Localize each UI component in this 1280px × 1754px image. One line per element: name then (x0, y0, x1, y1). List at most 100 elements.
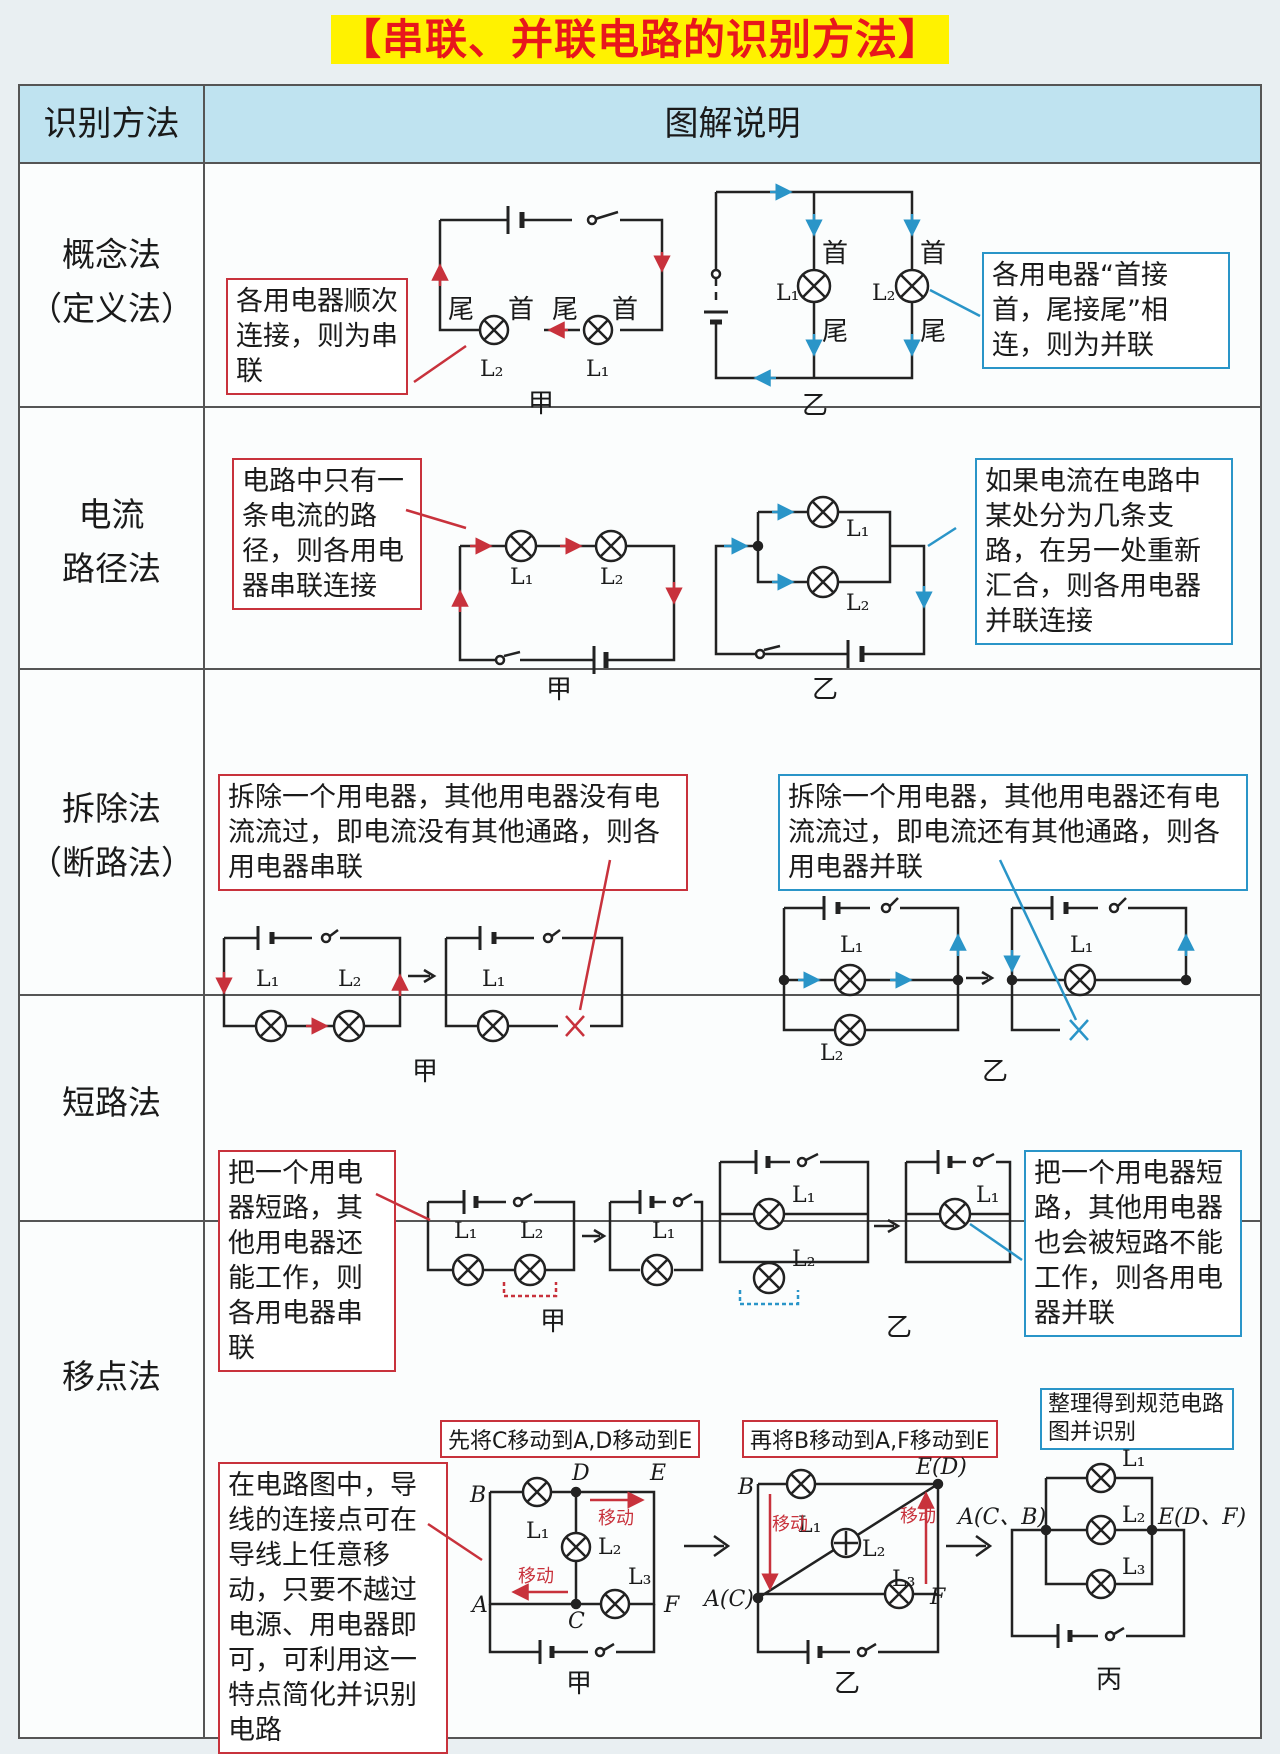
note-path-series: 电路中只有一条电流的路径，则各用电器串联连接 (232, 458, 422, 610)
row-divider (20, 406, 1260, 408)
note-remove-parallel: 拆除一个用电器，其他用电器还有电流流过，即电流还有其他通路，则各用电器并联 (778, 774, 1248, 891)
fig-label: 乙 (982, 1057, 1008, 1087)
point-label: E(D) (915, 1455, 967, 1480)
lamp-label: L₃ (892, 1567, 915, 1592)
table-header: 识别方法 图解说明 (20, 86, 1260, 164)
method-concept-name: 概念法 (62, 235, 161, 274)
label-tail: 尾 (448, 295, 474, 325)
method-concept: 概念法 （定义法） (20, 228, 203, 336)
label-head: 首 (612, 295, 638, 325)
lamp-label: L₂ (338, 967, 361, 992)
circuit-remove-parallel (778, 859, 1195, 1047)
method-remove-name: 拆除法 (62, 789, 161, 828)
lamp-label: L₁ (976, 1183, 999, 1208)
lamp-label: L₃ (628, 1565, 651, 1590)
lamp-label: L₁ (792, 1183, 815, 1208)
fig-label: 甲 (566, 1669, 592, 1699)
circuit-remove-series (215, 859, 624, 1043)
lamp-label: L₂ (846, 591, 869, 616)
point-label: F (929, 1585, 946, 1610)
lamp-label: L₂ (600, 565, 623, 590)
caption-move-step2: 再将B移动到A,F移动到E (742, 1420, 998, 1458)
note-remove-series: 拆除一个用电器，其他用电器没有电流流过，即电流没有其他通路，则各用电器串联 (218, 774, 688, 891)
lamp-label: L₂ (792, 1247, 815, 1272)
lamp-label: L₁ (482, 967, 505, 992)
label-tail: 尾 (920, 317, 946, 347)
row-divider (20, 1220, 1260, 1222)
label-tail: 尾 (822, 317, 848, 347)
lamp-label: L₁ (1070, 933, 1093, 958)
lamp-label: L₂ (480, 357, 503, 382)
label-head: 首 (822, 239, 848, 269)
fig-label: 甲 (412, 1057, 438, 1087)
move-label: 移动 (772, 1514, 808, 1535)
lamp-label: L₂ (862, 1537, 885, 1562)
fig-label: 甲 (546, 675, 572, 705)
lamp-label: L₁ (1122, 1447, 1145, 1472)
method-short-name: 短路法 (62, 1083, 161, 1122)
point-label: A (470, 1593, 488, 1618)
lamp-label: L₁ (798, 1513, 821, 1538)
note-concept-parallel: 各用电器“首接首，尾接尾”相连，则为并联 (982, 252, 1230, 369)
lamp-label: L₂ (520, 1219, 543, 1244)
method-remove-alias: （断路法） (29, 843, 194, 882)
circuit-move-c (1010, 1462, 1186, 1648)
method-table: 识别方法 图解说明 概念法 （定义法） 电流 路径法 拆除法 （断路法） 短路法… (18, 84, 1262, 1754)
fig-label: 乙 (812, 675, 838, 705)
column-divider (203, 86, 205, 1737)
lamp-label: L₂ (820, 1041, 843, 1066)
note-concept-series: 各用电器顺次连接，则为串联 (226, 278, 408, 395)
lamp-label: L₁ (510, 565, 533, 590)
fig-label: 甲 (540, 1307, 566, 1337)
method-short: 短路法 (20, 1076, 203, 1130)
lamp-label: L₂ (598, 1535, 621, 1560)
point-label: E (649, 1461, 666, 1486)
row-divider (20, 668, 1260, 670)
fig-label: 乙 (802, 391, 828, 421)
row-divider (20, 994, 1260, 996)
removed-mark-icon (565, 1015, 585, 1037)
point-label: A(C) (702, 1587, 754, 1612)
fig-label: 甲 (528, 389, 554, 419)
col-method-header: 识别方法 (43, 104, 180, 144)
circuit-move-a (427, 1476, 731, 1664)
point-label: A(C、B) (956, 1505, 1046, 1530)
move-label: 移动 (598, 1508, 634, 1529)
circuit-concept-parallel (704, 183, 981, 387)
lamp-label: L₁ (652, 1219, 675, 1244)
fig-label: 乙 (834, 1669, 860, 1699)
circuit-move-b (752, 1468, 993, 1664)
lamp-label: L₃ (1122, 1555, 1145, 1580)
label-tail: 尾 (552, 295, 578, 325)
col-diagram-header: 图解说明 (664, 104, 801, 144)
lamp-label: L₁ (846, 517, 869, 542)
method-path: 电流 路径法 (20, 488, 203, 596)
page-title: 【串联、并联电路的识别方法】 (0, 6, 1280, 67)
label-head: 首 (508, 295, 534, 325)
removed-mark-icon (1069, 1019, 1089, 1041)
note-move: 在电路图中，导线的连接点可在导线上任意移动，只要不越过电源、用电器即可，可利用这… (218, 1462, 448, 1754)
point-label: B (469, 1483, 486, 1508)
circuit-short-parallel (718, 1150, 1023, 1306)
lamp-label: L₁ (776, 281, 799, 306)
note-path-parallel: 如果电流在电路中某处分为几条支路，在另一处重新汇合，则各用电器并联连接 (975, 458, 1233, 645)
method-path-name-1: 电流 (78, 495, 145, 534)
circuit-concept-series (413, 206, 671, 384)
lamp-label: L₁ (840, 933, 863, 958)
circuit-short-series (375, 1190, 704, 1298)
point-label: F (663, 1593, 680, 1618)
point-label: B (737, 1475, 754, 1500)
method-remove: 拆除法 （断路法） (20, 782, 203, 890)
method-path-name-2: 路径法 (62, 549, 161, 588)
lamp-label: L₁ (454, 1219, 477, 1244)
note-short-parallel: 把一个用电器短路，其他用电器也会被短路不能工作，则各用电器并联 (1024, 1150, 1242, 1337)
note-short-series: 把一个用电器短路，其他用电器还能工作，则各用电器串联 (218, 1150, 396, 1372)
fig-label: 丙 (1096, 1665, 1122, 1695)
lamp-label: L₂ (872, 281, 895, 306)
method-concept-alias: （定义法） (29, 289, 194, 328)
fig-label: 乙 (886, 1313, 912, 1343)
method-move: 移点法 (20, 1350, 203, 1404)
circuit-path-series (405, 508, 683, 674)
point-label: E(D、F) (1157, 1505, 1246, 1530)
